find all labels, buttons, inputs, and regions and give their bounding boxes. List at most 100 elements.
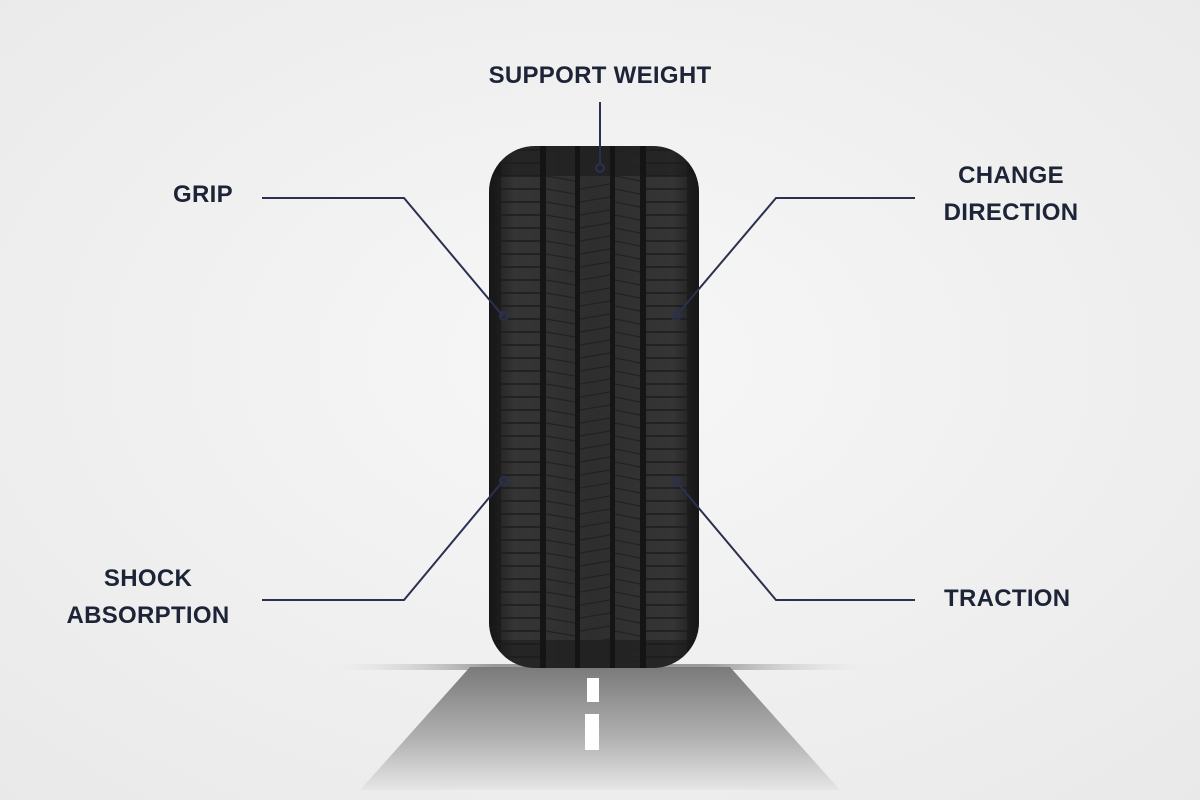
tread-sipe	[545, 318, 576, 325]
tread-sipe	[579, 534, 611, 541]
tread-sipe	[579, 352, 611, 359]
tread-sipe	[545, 630, 576, 637]
tread-sipe	[545, 448, 576, 455]
tread-sipe	[614, 630, 641, 637]
label-support-weight-text: SUPPORT WEIGHT	[488, 62, 712, 89]
tread-sipe	[545, 435, 576, 442]
tread-sipe	[579, 313, 611, 320]
tread-sipe	[614, 435, 641, 442]
tread-sipe	[579, 625, 611, 632]
callout-endpoints	[499, 163, 681, 486]
tread-sipe	[579, 586, 611, 593]
tread-sipe	[614, 344, 641, 351]
tread-sipe	[614, 214, 641, 221]
tread-sipe	[545, 513, 576, 520]
tire-tread	[489, 146, 699, 668]
tread-groove	[575, 146, 580, 668]
tread-sipe	[545, 539, 576, 546]
tread-sipe	[545, 279, 576, 286]
tread-sipe	[545, 240, 576, 247]
tread-sipe	[614, 188, 641, 195]
callout-dot-support-weight	[595, 163, 605, 173]
tread-sipe	[614, 331, 641, 338]
tread-sipe	[614, 552, 641, 559]
tread-sipe	[614, 565, 641, 572]
tread-sipe	[545, 383, 576, 390]
tread-sipe	[545, 357, 576, 364]
tread-sipe	[545, 656, 576, 663]
tread-sipe	[545, 370, 576, 377]
tread-sipe	[545, 292, 576, 299]
tread-sipe	[579, 146, 611, 151]
tread-sipe	[579, 170, 611, 177]
tread-sipe	[545, 201, 576, 208]
label-change-direction: CHANGE DIRECTION	[911, 157, 1111, 231]
label-change-direction-line-2: DIRECTION	[943, 199, 1079, 226]
tread-sipe	[579, 287, 611, 294]
tread-sipe	[545, 526, 576, 533]
tread-sipe	[579, 547, 611, 554]
label-traction-text: TRACTION	[944, 585, 1071, 612]
tread-sipe	[545, 214, 576, 221]
label-support-weight: SUPPORT WEIGHT	[0, 57, 1200, 94]
tread-sipe	[579, 612, 611, 619]
tread-sipe	[614, 487, 641, 494]
tread-sipe	[579, 365, 611, 372]
callout-dot-shock-absorption	[499, 476, 509, 486]
tread-sipe	[545, 578, 576, 585]
tread-sipe	[614, 240, 641, 247]
tread-sipe	[614, 370, 641, 377]
tread-sipe	[579, 157, 611, 164]
tread-sipe	[614, 617, 641, 624]
tread-sipe	[579, 378, 611, 385]
tread-sipe	[614, 578, 641, 585]
tread-sipe	[579, 482, 611, 489]
tread-sipe	[614, 279, 641, 286]
label-traction: TRACTION	[944, 580, 1070, 617]
tread-sipe	[614, 292, 641, 299]
tread-sipe	[579, 508, 611, 515]
tread-sipe	[614, 227, 641, 234]
tread-sipe	[545, 149, 576, 156]
callout-lines	[262, 102, 915, 601]
tread-sipe	[579, 222, 611, 229]
tread-sipe	[579, 183, 611, 190]
tread-sipe	[579, 456, 611, 463]
tread-groove	[540, 146, 546, 668]
label-grip-text: GRIP	[173, 181, 233, 208]
tread-sipe	[614, 643, 641, 650]
tread-sipe	[545, 643, 576, 650]
tread-groove	[610, 146, 615, 668]
tire	[489, 146, 699, 668]
tread-sipe	[614, 409, 641, 416]
tread-sipe	[545, 344, 576, 351]
tread-sipe	[614, 266, 641, 273]
tread-sipe	[614, 591, 641, 598]
tread-sipe	[579, 339, 611, 346]
callout-line-change-direction	[675, 197, 915, 317]
tread-sipe	[614, 305, 641, 312]
label-change-direction-line-1: CHANGE	[958, 162, 1064, 189]
tread-sipe	[579, 560, 611, 567]
tread-groove	[640, 146, 646, 668]
callout-dot-grip	[499, 311, 509, 321]
tread-sipe	[579, 495, 611, 502]
tread-sipe	[545, 565, 576, 572]
tread-sipe	[545, 487, 576, 494]
label-grip: GRIP	[173, 176, 233, 213]
label-shock-absorption-line-2: ABSORPTION	[66, 602, 230, 629]
tread-sipe	[579, 326, 611, 333]
tread-sipe	[579, 417, 611, 424]
tread-sipe	[545, 162, 576, 169]
tread-sipe	[545, 500, 576, 507]
callout-dot-change-direction	[671, 311, 681, 321]
lane-marking	[587, 678, 599, 702]
tread-sipe	[545, 305, 576, 312]
tread-sipe	[579, 248, 611, 255]
tread-sipe	[545, 461, 576, 468]
tread-sipe	[545, 604, 576, 611]
tread-sipe	[545, 396, 576, 403]
tread-sipe	[579, 521, 611, 528]
tread-sipe	[614, 604, 641, 611]
